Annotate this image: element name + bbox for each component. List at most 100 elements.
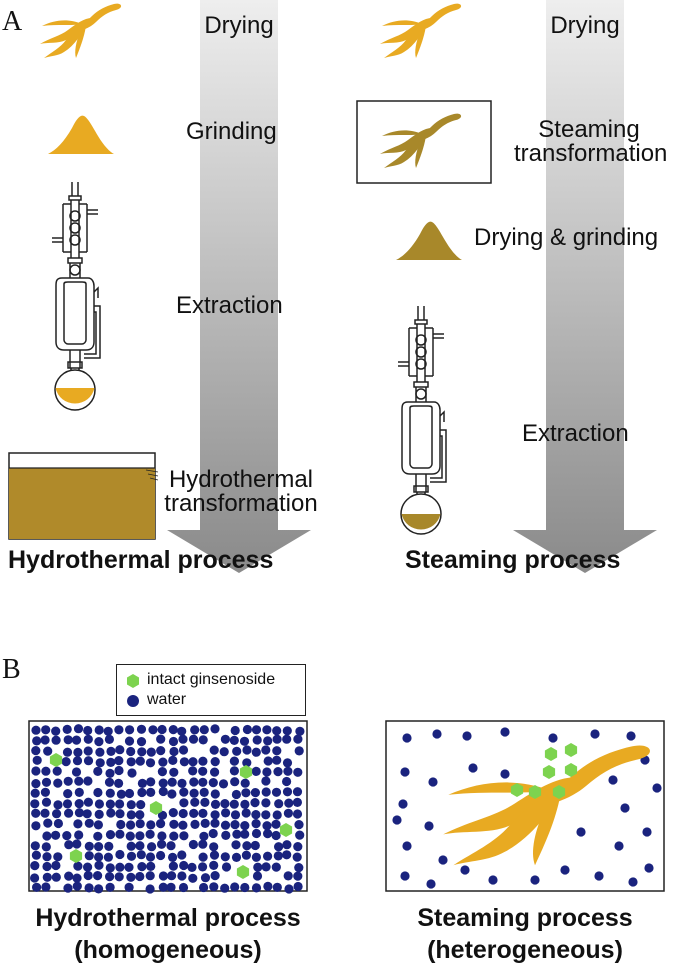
- water-particle: [156, 734, 166, 744]
- water-particle: [136, 737, 147, 747]
- water-particle: [42, 872, 52, 882]
- water-particle: [241, 788, 251, 798]
- water-particle: [168, 861, 178, 871]
- water-particle: [103, 726, 113, 736]
- water-particle: [168, 725, 178, 735]
- water-particle: [293, 871, 303, 881]
- water-particle: [53, 852, 63, 862]
- water-particle: [125, 725, 135, 735]
- water-particle: [136, 724, 147, 734]
- water-particle: [94, 842, 104, 852]
- water-particle: [500, 727, 510, 737]
- water-particle: [220, 883, 230, 893]
- water-particle: [166, 841, 176, 851]
- water-particle: [146, 861, 156, 871]
- water-particle: [94, 799, 104, 809]
- water-particle: [198, 852, 208, 862]
- water-particle: [644, 863, 654, 873]
- water-particle: [189, 777, 199, 787]
- water-particle: [198, 766, 208, 776]
- water-particle: [135, 871, 145, 882]
- water-particle: [30, 799, 40, 809]
- water-particle: [74, 776, 84, 786]
- process-arrows: [167, 0, 657, 573]
- water-particle: [31, 808, 41, 818]
- heterogeneous-caption: Steaming process (heterogeneous): [366, 902, 684, 966]
- water-particle: [157, 831, 167, 841]
- water-particle: [115, 849, 125, 860]
- water-particle: [169, 819, 179, 829]
- water-particle: [105, 863, 115, 873]
- water-particle: [74, 808, 84, 818]
- water-particle: [63, 735, 73, 745]
- homogeneous-caption: Hydrothermal process (homogeneous): [0, 902, 336, 966]
- water-particle: [251, 766, 261, 776]
- water-particle: [126, 841, 136, 851]
- water-particle: [392, 815, 402, 825]
- water-particle: [126, 851, 137, 861]
- water-particle: [106, 746, 116, 756]
- soxhlet-extractor-icon: [52, 182, 101, 411]
- water-particle: [158, 882, 168, 892]
- water-particle: [240, 778, 250, 788]
- water-particle: [261, 798, 271, 808]
- water-particle: [83, 797, 93, 807]
- water-particle: [30, 861, 40, 871]
- water-particle: [105, 882, 115, 892]
- water-particle: [30, 873, 40, 883]
- water-particle: [221, 808, 231, 818]
- water-particle: [63, 776, 73, 786]
- water-particle: [190, 797, 200, 807]
- water-particle: [83, 776, 93, 786]
- water-particle: [274, 799, 284, 809]
- water-particle: [94, 737, 104, 747]
- legend-ginsenoside-label: intact ginsenoside: [147, 671, 276, 688]
- water-particle: [114, 765, 124, 776]
- water-particle: [51, 872, 61, 882]
- ginsenoside-particle: [236, 865, 250, 879]
- water-particle: [31, 766, 41, 776]
- water-particle: [64, 808, 74, 818]
- water-particle: [43, 746, 53, 756]
- water-particle: [83, 746, 93, 756]
- water-particle: [126, 746, 136, 757]
- water-particle: [462, 731, 472, 741]
- water-particle: [178, 808, 188, 819]
- water-particle: [251, 819, 261, 829]
- water-particle: [230, 810, 241, 820]
- water-particle: [188, 734, 199, 744]
- water-particle: [158, 871, 168, 881]
- water-particle: [242, 724, 252, 735]
- water-particle: [178, 734, 188, 744]
- water-particle: [116, 789, 126, 799]
- water-particle: [31, 746, 41, 756]
- water-particle: [71, 767, 82, 777]
- water-particle: [424, 821, 434, 831]
- water-particle: [292, 787, 303, 797]
- water-particle: [560, 865, 570, 875]
- water-particle: [240, 882, 250, 893]
- water-particle: [398, 799, 408, 809]
- water-particle: [272, 882, 282, 892]
- water-particle: [500, 769, 510, 779]
- water-particle: [548, 733, 558, 743]
- water-particle: [137, 787, 147, 798]
- water-particle: [274, 842, 284, 852]
- water-particle: [135, 810, 145, 820]
- panel-b-label: B: [2, 654, 21, 685]
- water-particle: [158, 757, 168, 767]
- water-particle: [261, 862, 271, 872]
- water-particle: [251, 828, 262, 839]
- water-particle: [40, 735, 50, 745]
- water-particle: [61, 757, 71, 767]
- water-particle: [114, 872, 124, 882]
- water-particle: [232, 829, 242, 839]
- water-particle: [31, 821, 41, 831]
- water-particle: [43, 818, 53, 828]
- water-particle: [95, 758, 105, 768]
- water-particle: [261, 745, 271, 755]
- water-particle: [188, 757, 198, 767]
- water-particle: [272, 726, 282, 736]
- water-particle: [263, 881, 273, 891]
- legend-water-label: water: [147, 691, 187, 708]
